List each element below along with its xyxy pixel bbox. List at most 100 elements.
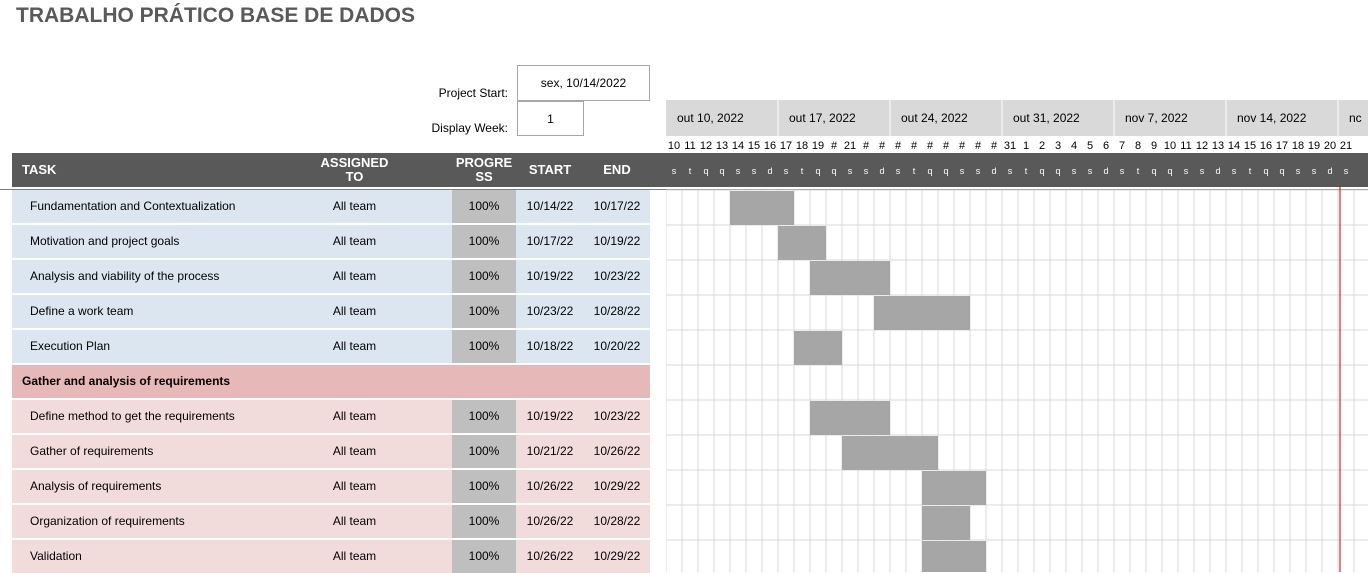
table-row[interactable]: Validation All team 100% 10/26/22 10/29/22: [12, 540, 650, 573]
display-week-label: Display Week:: [431, 121, 508, 135]
gantt-bar: [810, 261, 890, 295]
table-row[interactable]: Define a work team All team 100% 10/23/22 10…: [12, 295, 650, 328]
assigned-to[interactable]: All team: [332, 444, 377, 458]
project-start-field[interactable]: sex, 10/14/2022: [517, 65, 650, 101]
progress-cell[interactable]: 100%: [452, 470, 516, 503]
progress-cell[interactable]: 100%: [452, 295, 516, 328]
table-row[interactable]: Analysis and viability of the process All…: [12, 260, 650, 293]
table-row[interactable]: Execution Plan All team 100% 10/18/22 10/20/…: [12, 330, 650, 363]
day-letter: t: [1025, 166, 1028, 176]
display-week-field[interactable]: 1: [517, 101, 584, 136]
day-letter: s: [1088, 166, 1093, 176]
day-number: #: [863, 140, 870, 152]
assigned-to[interactable]: All team: [332, 234, 377, 248]
task-name[interactable]: Motivation and project goals: [30, 234, 180, 248]
day-letter: s: [960, 166, 965, 176]
task-name[interactable]: Define a work team: [30, 304, 134, 318]
table-header: TASK ASSIGNED TO PROGRE SS START END: [12, 153, 667, 187]
table-row[interactable]: Gather of requirements All team 100% 10/21/…: [12, 435, 650, 468]
day-number: 17: [1276, 140, 1288, 152]
day-number: 20: [1324, 140, 1336, 152]
end-date[interactable]: 10/23/22: [593, 269, 641, 283]
gantt-bar: [922, 471, 986, 505]
assigned-to[interactable]: All team: [332, 199, 377, 213]
task-name[interactable]: Organization of requirements: [30, 514, 185, 528]
task-name[interactable]: Gather of requirements: [30, 444, 154, 458]
task-name[interactable]: Define method to get the requirements: [30, 409, 235, 423]
assigned-to[interactable]: All team: [332, 479, 377, 493]
end-date[interactable]: 10/28/22: [593, 514, 641, 528]
progress-cell[interactable]: 100%: [452, 540, 516, 573]
day-number: 16: [1260, 140, 1272, 152]
end-date[interactable]: 10/23/22: [593, 409, 641, 423]
end-date[interactable]: 10/29/22: [593, 549, 641, 563]
day-number: 21: [844, 140, 856, 152]
day-letter: s: [1296, 166, 1301, 176]
day-number: #: [975, 140, 982, 152]
day-letter: q: [927, 166, 932, 176]
day-number: 3: [1055, 140, 1061, 152]
task-name[interactable]: Execution Plan: [30, 339, 111, 353]
week-label: out 24, 2022: [901, 111, 968, 125]
progress-cell[interactable]: 100%: [452, 400, 516, 433]
progress-cell[interactable]: 100%: [452, 435, 516, 468]
table-row[interactable]: Motivation and project goals All team 100%…: [12, 225, 650, 258]
task-name[interactable]: Fundamentation and Contextualization: [30, 199, 236, 213]
table-row[interactable]: Organization of requirements All team 100%…: [12, 505, 650, 538]
day-number: 18: [796, 140, 808, 152]
day-letter: q: [1055, 166, 1060, 176]
start-date[interactable]: 10/18/22: [526, 339, 574, 353]
assigned-to[interactable]: All team: [332, 409, 377, 423]
day-number: #: [927, 140, 934, 152]
start-date[interactable]: 10/14/22: [526, 199, 574, 213]
task-name[interactable]: Analysis of requirements: [30, 479, 162, 493]
assigned-to[interactable]: All team: [332, 269, 377, 283]
end-date[interactable]: 10/28/22: [593, 304, 641, 318]
progress-cell[interactable]: 100%: [452, 225, 516, 258]
day-letter: t: [1249, 166, 1252, 176]
week-label: nc: [1349, 111, 1362, 125]
start-date[interactable]: 10/17/22: [526, 234, 574, 248]
start-date[interactable]: 10/26/22: [526, 514, 574, 528]
assigned-to[interactable]: All team: [332, 549, 377, 563]
progress-cell[interactable]: 100%: [452, 260, 516, 293]
assigned-header-line1: ASSIGNED: [320, 155, 389, 170]
day-letter: d: [991, 166, 996, 176]
day-letter: q: [703, 166, 708, 176]
day-number: #: [831, 140, 838, 152]
end-date[interactable]: 10/17/22: [593, 199, 641, 213]
start-date[interactable]: 10/21/22: [526, 444, 574, 458]
end-date[interactable]: 10/29/22: [593, 479, 641, 493]
start-date[interactable]: 10/19/22: [526, 269, 574, 283]
assigned-to[interactable]: All team: [332, 304, 377, 318]
day-number: 10: [668, 140, 680, 152]
start-date[interactable]: 10/26/22: [526, 549, 574, 563]
gantt-bar: [842, 436, 938, 470]
day-letter: s: [896, 166, 901, 176]
progress-cell[interactable]: 100%: [452, 190, 516, 223]
page-title: TRABALHO PRÁTICO BASE DE DADOS: [16, 4, 416, 27]
week-label: out 17, 2022: [789, 111, 856, 125]
table-row[interactable]: Fundamentation and Contextualization All …: [12, 190, 650, 223]
assigned-to[interactable]: All team: [332, 339, 377, 353]
table-row[interactable]: Analysis of requirements All team 100% 10/2…: [12, 470, 650, 503]
day-number: 31: [1004, 140, 1016, 152]
start-date[interactable]: 10/23/22: [526, 304, 574, 318]
table-row[interactable]: Define method to get the requirements All…: [12, 400, 650, 433]
start-date[interactable]: 10/26/22: [526, 479, 574, 493]
end-date[interactable]: 10/20/22: [593, 339, 641, 353]
day-letter: q: [1167, 166, 1172, 176]
end-date[interactable]: 10/26/22: [593, 444, 641, 458]
progress-cell[interactable]: 100%: [452, 330, 516, 363]
day-number: 2: [1039, 140, 1045, 152]
day-number: 9: [1151, 140, 1157, 152]
start-date[interactable]: 10/19/22: [526, 409, 574, 423]
assigned-to[interactable]: All team: [332, 514, 377, 528]
task-name[interactable]: Analysis and viability of the process: [30, 269, 220, 283]
day-letter: q: [1039, 166, 1044, 176]
progress-cell[interactable]: 100%: [452, 505, 516, 538]
end-date[interactable]: 10/19/22: [593, 234, 641, 248]
project-start-label: Project Start:: [438, 86, 508, 100]
task-name[interactable]: Validation: [30, 549, 82, 563]
phase-row[interactable]: Gather and analysis of requirements: [12, 365, 650, 398]
